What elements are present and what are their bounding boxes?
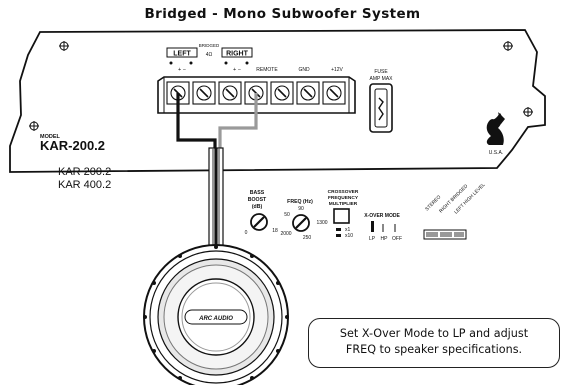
crossover-label-1: CROSSOVER xyxy=(328,189,359,195)
remote-label: REMOTE xyxy=(256,67,278,73)
note-line-2: FREQ to speaker specifications. xyxy=(345,343,523,356)
arc-logo-icon xyxy=(486,112,505,145)
freq-tick-50: 50 xyxy=(284,212,290,218)
input-option-right-bridged: RIGHT BRIDGED xyxy=(438,183,470,215)
diagram-title: Bridged - Mono Subwoofer System xyxy=(144,6,421,22)
crossover-option-x10: x10 xyxy=(345,233,353,239)
compatible-models: KAR 200.2 KAR 400.2 xyxy=(58,166,111,192)
xover-option-off: OFF xyxy=(392,236,402,242)
subwoofer xyxy=(143,244,289,385)
right-polarity-label: + − xyxy=(233,67,241,73)
xover-mode-switch[interactable] xyxy=(371,221,396,232)
instruction-note: Set X-Over Mode to LP and adjust FREQ to… xyxy=(308,318,560,368)
freq-knob[interactable] xyxy=(292,214,310,232)
left-polarity-label: + − xyxy=(178,67,186,73)
bridged-label: BRIDGED xyxy=(199,43,220,48)
xover-option-lp: LP xyxy=(369,236,376,242)
freq-tick-1300: 1300 xyxy=(316,220,327,226)
speaker-brand: ARC AUDIO xyxy=(198,316,233,322)
screw-hole xyxy=(503,41,513,51)
bass-boost-max: 18 xyxy=(272,228,278,234)
fuse-label: FUSE xyxy=(374,69,388,75)
crossover-label-2: FREQUENCY xyxy=(328,195,359,201)
right-channel-label: RIGHT xyxy=(226,51,249,58)
bass-boost-label-3: (dB) xyxy=(252,204,263,210)
model-small-label: MODEL xyxy=(40,134,61,140)
bass-boost-label-2: BOOST xyxy=(248,197,267,203)
freq-label: FREQ (Hz) xyxy=(287,199,313,205)
model-list-item: KAR 400.2 xyxy=(58,179,112,191)
crossover-label-3: MULTIPLIER xyxy=(329,201,358,207)
fuse-holder xyxy=(369,83,393,133)
ground-label: GND xyxy=(298,67,310,73)
crossover-option-x1: x1 xyxy=(345,227,351,233)
bass-boost-min: 0 xyxy=(245,230,248,236)
bridged-ohms-label: 4Ω xyxy=(206,52,213,58)
crossover-multiplier-button[interactable] xyxy=(333,208,350,224)
note-line-1: Set X-Over Mode to LP and adjust xyxy=(339,327,529,340)
freq-tick-90: 90 xyxy=(298,206,304,212)
freq-tick-2000: 2000 xyxy=(280,231,291,237)
screw-hole xyxy=(523,107,533,117)
left-channel-label: LEFT xyxy=(173,51,191,58)
amplifier-model: KAR-200.2 xyxy=(40,138,105,153)
freq-tick-250: 250 xyxy=(303,235,312,241)
screw-hole xyxy=(59,41,69,51)
model-list-item: KAR 200.2 xyxy=(58,166,112,178)
fuse-rating: AMP MAX xyxy=(370,76,394,82)
power-label: +12V xyxy=(331,67,343,73)
input-mode-switch[interactable] xyxy=(423,229,467,240)
bass-boost-label-1: BASS xyxy=(250,190,265,196)
xover-mode-label: X-OVER MODE xyxy=(364,213,400,219)
xover-option-hp: HP xyxy=(381,236,389,242)
speaker-cable xyxy=(208,147,224,254)
origin-label: U.S.A. xyxy=(489,150,503,156)
screw-hole xyxy=(29,121,39,131)
bass-boost-knob[interactable] xyxy=(250,213,268,231)
